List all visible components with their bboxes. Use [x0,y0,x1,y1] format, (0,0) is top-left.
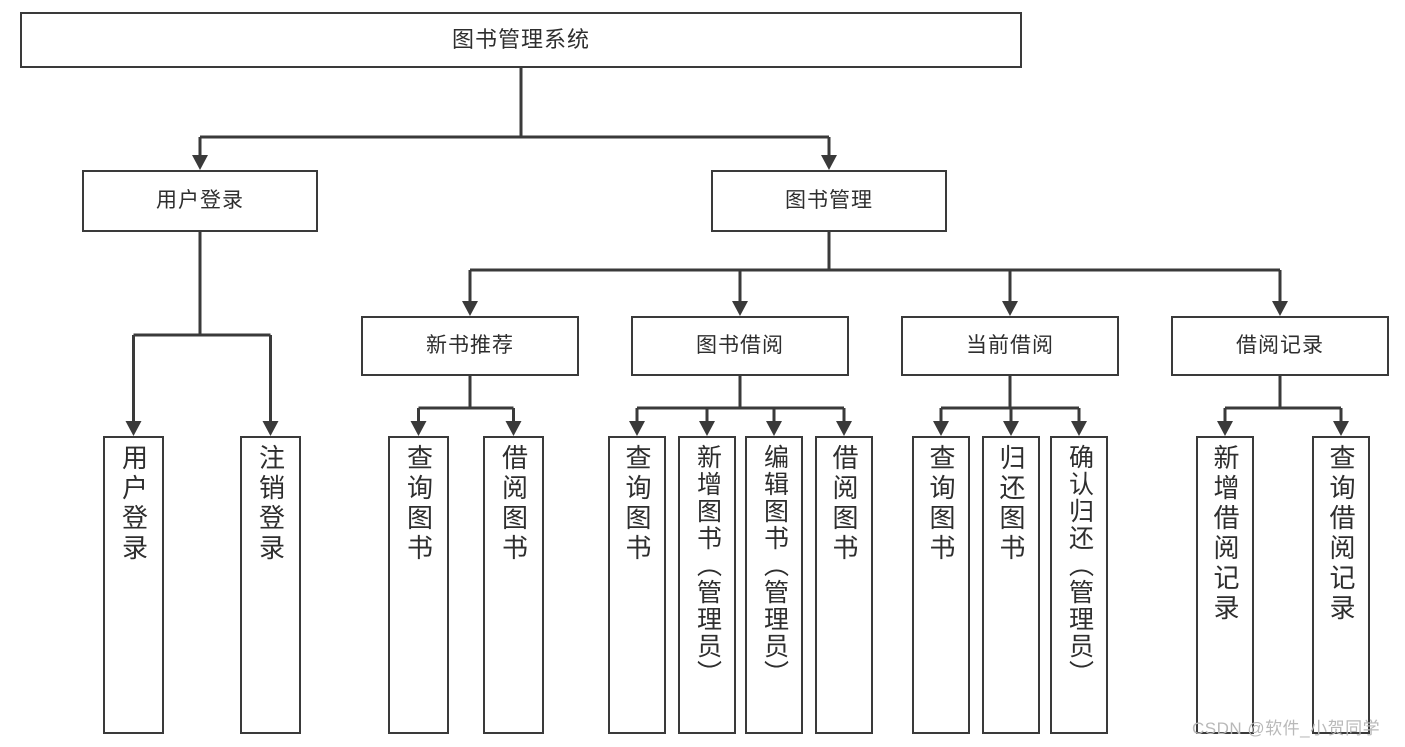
node-label: 新增图书（管理员） [693,444,722,687]
node-l-queryrec: 查询借阅记录 [1312,436,1370,734]
arrow-current-to-l-return-head [1003,421,1019,436]
arrow-bookmgmt-to-current-head [1002,301,1018,316]
node-login: 用户登录 [82,170,318,232]
node-label: 图书管理 [785,188,873,212]
node-newbook: 新书推荐 [361,316,579,376]
node-label: 注销登录 [255,444,286,564]
arrow-root-to-login-head [192,155,208,170]
node-label: 查询借阅记录 [1326,444,1356,624]
arrow-borrow-to-l-edit-head [766,421,782,436]
arrow-borrow-to-l-query2-head [629,421,645,436]
node-label: 借阅记录 [1236,333,1324,357]
arrow-bookmgmt-to-records-head [1272,301,1288,316]
node-label: 查询图书 [622,444,652,564]
node-label: 借阅图书 [498,444,529,564]
node-records: 借阅记录 [1171,316,1389,376]
arrow-current-to-l-confirm-head [1071,421,1087,436]
node-l-login: 用户登录 [103,436,164,734]
arrow-current-to-l-query3-head [933,421,949,436]
arrow-records-to-l-queryrec-head [1333,421,1349,436]
node-l-return: 归还图书 [982,436,1040,734]
arrow-newbook-to-l-query1-head [410,421,427,436]
node-l-logout: 注销登录 [240,436,301,734]
node-l-borrow1: 借阅图书 [483,436,544,734]
arrow-login-to-l-login-head [125,421,142,436]
node-l-query1: 查询图书 [388,436,449,734]
node-label: 图书借阅 [696,333,784,357]
arrow-login-to-l-logout-head [262,421,279,436]
node-l-addrec: 新增借阅记录 [1196,436,1254,734]
node-label: 编辑图书（管理员） [760,444,789,687]
node-root: 图书管理系统 [20,12,1022,68]
node-l-query3: 查询图书 [912,436,970,734]
node-label: 查询图书 [926,444,956,564]
node-borrow: 图书借阅 [631,316,849,376]
arrow-bookmgmt-to-borrow-head [732,301,748,316]
arrow-borrow-to-l-borrow2-head [836,421,852,436]
node-current: 当前借阅 [901,316,1119,376]
node-l-edit: 编辑图书（管理员） [745,436,803,734]
node-label: 归还图书 [996,444,1026,564]
node-label: 新书推荐 [426,333,514,357]
node-label: 用户登录 [156,188,244,212]
arrow-bookmgmt-to-newbook-head [462,301,478,316]
node-bookmgmt: 图书管理 [711,170,947,232]
node-label: 图书管理系统 [451,27,590,53]
node-label: 新增借阅记录 [1210,444,1240,624]
node-l-confirm: 确认归还（管理员） [1050,436,1108,734]
node-label: 当前借阅 [966,333,1054,357]
node-l-add: 新增图书（管理员） [678,436,736,734]
node-l-query2: 查询图书 [608,436,666,734]
node-label: 确认归还（管理员） [1065,444,1094,687]
node-label: 用户登录 [118,444,149,564]
node-label: 借阅图书 [829,444,859,564]
arrow-root-to-bookmgmt-head [821,155,837,170]
watermark: CSDN @软件_小贺同学 [1192,719,1381,738]
node-label: 查询图书 [403,444,434,564]
node-l-borrow2: 借阅图书 [815,436,873,734]
arrow-borrow-to-l-add-head [699,421,715,436]
arrow-newbook-to-l-borrow1-head [505,421,522,436]
arrow-records-to-l-addrec-head [1217,421,1233,436]
